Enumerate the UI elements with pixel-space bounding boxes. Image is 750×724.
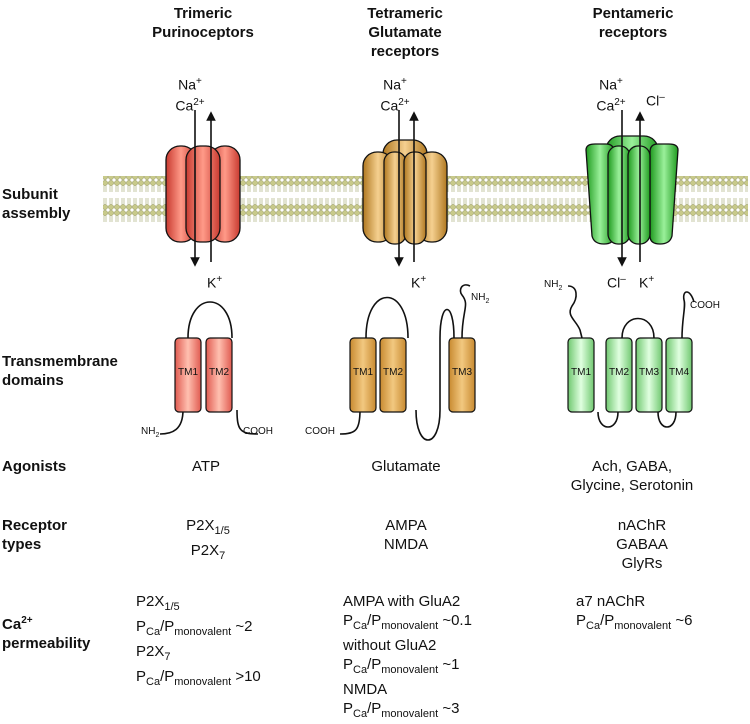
pentameric-channel	[585, 110, 679, 267]
tm-label-trimeric-2: TM2	[209, 367, 229, 378]
tm-label-tetrameric-1: TM1	[353, 367, 373, 378]
header-trimeric: Trimeric Purinoceptors	[118, 4, 288, 42]
row-label-receptor-types: Receptor types	[2, 517, 68, 553]
tetrameric-topology	[339, 284, 471, 441]
ion-k-pentameric: K+	[639, 274, 655, 291]
trimeric-tm2	[205, 337, 233, 413]
header-tetrameric-line2: Glutamate	[368, 24, 442, 41]
header-pentameric: Pentameric receptors	[548, 4, 718, 42]
tm-label-tetrameric-2: TM2	[383, 367, 403, 378]
row-label-transmembrane-domains: Transmembrane domains	[2, 353, 118, 389]
tm-label-pentameric-2: TM2	[609, 367, 629, 378]
agonist-pentameric: Ach, GABA, Glycine, Serotonin	[570, 458, 694, 494]
ions-top-tetrameric: Na+ Ca2+	[380, 76, 410, 114]
tm-label-trimeric-1: TM1	[178, 367, 198, 378]
pentameric-topology	[567, 285, 695, 428]
header-pentameric-line1: Pentameric	[592, 5, 674, 22]
row-label-subunit-assembly: Subunit assembly	[2, 186, 71, 222]
header-tetrameric-line3: receptors	[370, 43, 440, 60]
agonist-tetrameric: Glutamate	[371, 458, 441, 475]
permeability-pentameric: a7 nAChR PCa/Pmonovalent ~6	[576, 593, 693, 632]
ion-k-trimeric: K+	[207, 274, 223, 291]
header-trimeric-line1: Trimeric	[173, 5, 233, 22]
cooh-trimeric: COOH	[243, 426, 273, 437]
ion-k-tetrameric: K+	[411, 274, 427, 291]
nh2-pentameric: NH2	[544, 279, 563, 292]
pentameric-tm4	[665, 337, 693, 413]
header-pentameric-line2: receptors	[598, 24, 668, 41]
receptor-types-trimeric: P2X1/5 P2X7	[186, 517, 230, 562]
ions-top-trimeric: Na+ Ca2+	[175, 76, 205, 114]
permeability-trimeric: P2X1/5 PCa/Pmonovalent ~2 P2X7 PCa/Pmono…	[136, 593, 261, 688]
receptor-types-tetrameric: AMPA NMDA	[383, 517, 429, 553]
trimeric-tm1	[174, 337, 202, 413]
trimeric-channel	[165, 110, 241, 267]
pentameric-tm2	[605, 337, 633, 413]
row-label-ca-permeability: Ca2+ permeability	[2, 615, 91, 652]
tm-label-pentameric-1: TM1	[571, 367, 591, 378]
ions-top-pentameric: Na+ Ca2+	[596, 76, 626, 114]
ion-cl-bottom-pentameric: Cl–	[607, 274, 626, 291]
tm-label-tetrameric-3: TM3	[452, 367, 472, 378]
cooh-tetrameric: COOH	[305, 426, 335, 437]
cooh-pentameric: COOH	[690, 300, 720, 311]
nh2-trimeric: NH2	[141, 426, 160, 439]
tm-label-pentameric-4: TM4	[669, 367, 689, 378]
row-label-agonists: Agonists	[2, 458, 67, 475]
header-trimeric-line2: Purinoceptors	[152, 24, 254, 41]
tetrameric-tm1	[349, 337, 377, 413]
tetrameric-channel	[362, 110, 448, 267]
receptor-types-pentameric: nAChR GABAA GlyRs	[616, 517, 668, 572]
tm-label-pentameric-3: TM3	[639, 367, 659, 378]
nh2-tetrameric: NH2	[471, 292, 490, 305]
ion-cl-top-pentameric: Cl–	[646, 92, 665, 109]
header-tetrameric: Tetrameric Glutamate receptors	[320, 4, 490, 61]
trimeric-topology	[159, 301, 259, 435]
tetrameric-tm3	[448, 337, 476, 413]
permeability-tetrameric: AMPA with GluA2 PCa/Pmonovalent ~0.1 wit…	[343, 593, 472, 720]
tetrameric-tm2	[379, 337, 407, 413]
header-tetrameric-line1: Tetrameric	[367, 5, 443, 22]
agonist-trimeric: ATP	[191, 458, 221, 475]
diagram-canvas	[103, 110, 748, 441]
pentameric-tm3	[635, 337, 663, 413]
pentameric-tm1	[567, 337, 595, 413]
